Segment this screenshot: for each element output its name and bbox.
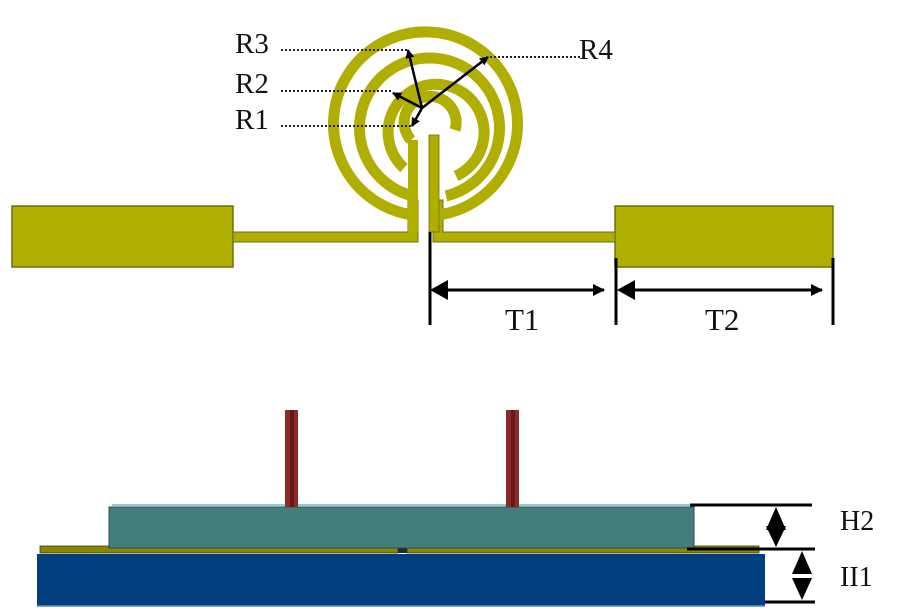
h2-arrow-up [766,507,786,530]
t2-arrowhead-left [617,280,635,300]
label-r2: R2 [235,68,269,100]
ring-2 [382,78,490,181]
r4-arrow [421,56,489,109]
label-r3: R3 [235,28,269,60]
t1-arrowhead-left [430,280,448,300]
metal-gap [398,548,407,553]
label-h1: II1 [840,562,873,593]
r3-arrow [405,49,424,109]
h1-arrow-up [792,551,812,574]
label-t1: T1 [505,302,539,337]
label-r4: R4 [579,34,613,66]
left-stub [408,140,418,232]
top-substrate [108,506,695,549]
ring-3 [354,52,505,202]
label-h2: H2 [840,506,874,537]
center-stub [428,134,440,233]
label-r1: R1 [235,104,269,136]
ring-resonator [328,26,523,221]
right-feed-pad [614,205,834,268]
h1-arrow-down [792,578,812,600]
top-view: R3 R2 R1 R4 T1 T2 [11,26,835,337]
r1-arrow [410,107,424,127]
r2-arrow [392,91,423,110]
feed-post-left-shade [290,410,294,507]
ring-outer [328,26,523,221]
left-feed-pad [11,205,234,268]
bottom-substrate [37,554,765,606]
ring-inner [398,90,462,144]
h2-arrow-down [766,526,786,547]
label-t2: T2 [705,302,739,337]
side-view: H2 II1 [37,410,874,607]
right-feed-line [432,199,616,243]
radius-arrows [392,49,489,127]
feed-post-right-shade [511,410,515,507]
